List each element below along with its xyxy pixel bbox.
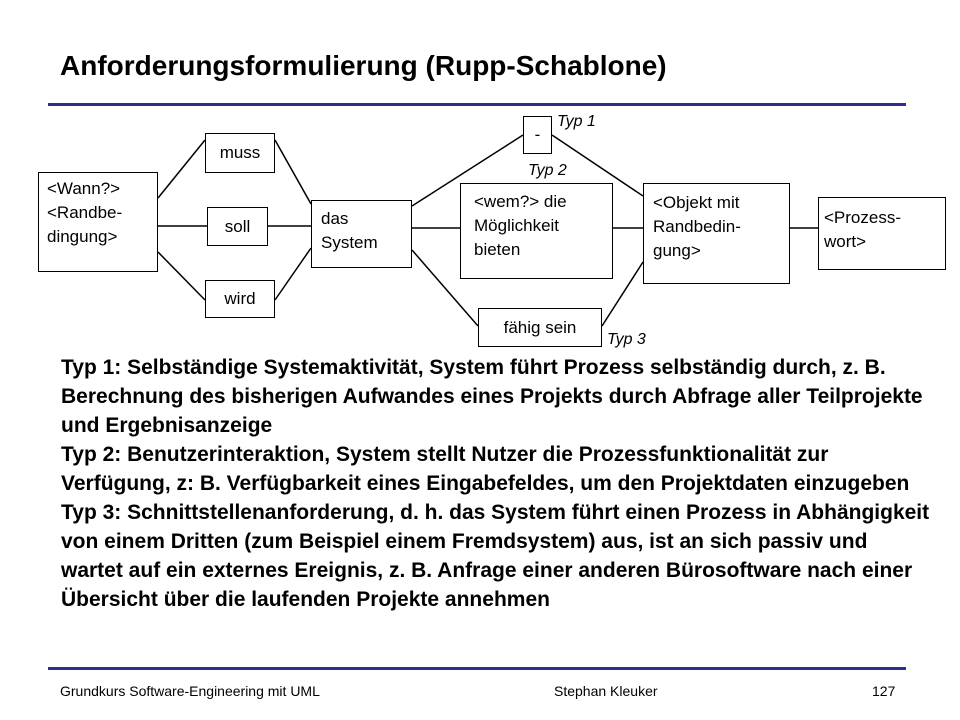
soll-box: soll	[207, 207, 268, 246]
footer-divider	[48, 667, 906, 670]
system-box: das System	[311, 200, 412, 268]
wird-box: wird	[205, 280, 275, 318]
connector-dash-objekt	[551, 134, 644, 197]
type-explanations: Typ 1: Selbständige Systemaktivität, Sys…	[61, 356, 930, 611]
title-divider	[48, 103, 906, 106]
muss-label: muss	[219, 143, 261, 162]
prozesswort-label: <Prozess- wort>	[824, 208, 901, 251]
dash-label: -	[534, 125, 541, 144]
connector-wird-system	[274, 247, 312, 301]
dash-box: -	[523, 116, 552, 154]
connector-system-faehig	[411, 249, 479, 327]
connector-system-dash	[411, 134, 524, 207]
slide-title: Anforderungsformulierung (Rupp-Schablone…	[60, 50, 667, 81]
typ1-label: Typ 1	[557, 113, 596, 130]
connector-wann-muss	[157, 139, 206, 199]
system-label: das System	[321, 209, 378, 252]
footer-page-number: 127	[872, 683, 896, 699]
connector-muss-system	[274, 139, 312, 205]
objekt-box: <Objekt mit Randbedin- gung>	[643, 183, 790, 284]
wann-label: <Wann?> <Randbe- dingung>	[47, 179, 123, 246]
faehig-label: fähig sein	[503, 317, 577, 337]
soll-label: soll	[224, 216, 251, 236]
connector-faehig-objekt	[601, 261, 644, 327]
typ2-label: Typ 2	[528, 162, 567, 179]
prozesswort-box: <Prozess- wort>	[818, 197, 946, 270]
connector-wann-wird	[157, 251, 206, 301]
wem-label: <wem?> die Möglichkeit bieten	[474, 192, 567, 259]
typ3-label: Typ 3	[607, 331, 646, 348]
wem-box: <wem?> die Möglichkeit bieten	[460, 183, 613, 279]
footer-course: Grundkurs Software-Engineering mit UML	[60, 683, 320, 699]
wird-label: wird	[224, 289, 256, 308]
wann-box: <Wann?> <Randbe- dingung>	[38, 172, 158, 272]
faehig-box: fähig sein	[478, 308, 602, 347]
footer-author: Stephan Kleuker	[554, 683, 658, 699]
muss-box: muss	[205, 133, 275, 173]
objekt-label: <Objekt mit Randbedin- gung>	[653, 193, 741, 260]
